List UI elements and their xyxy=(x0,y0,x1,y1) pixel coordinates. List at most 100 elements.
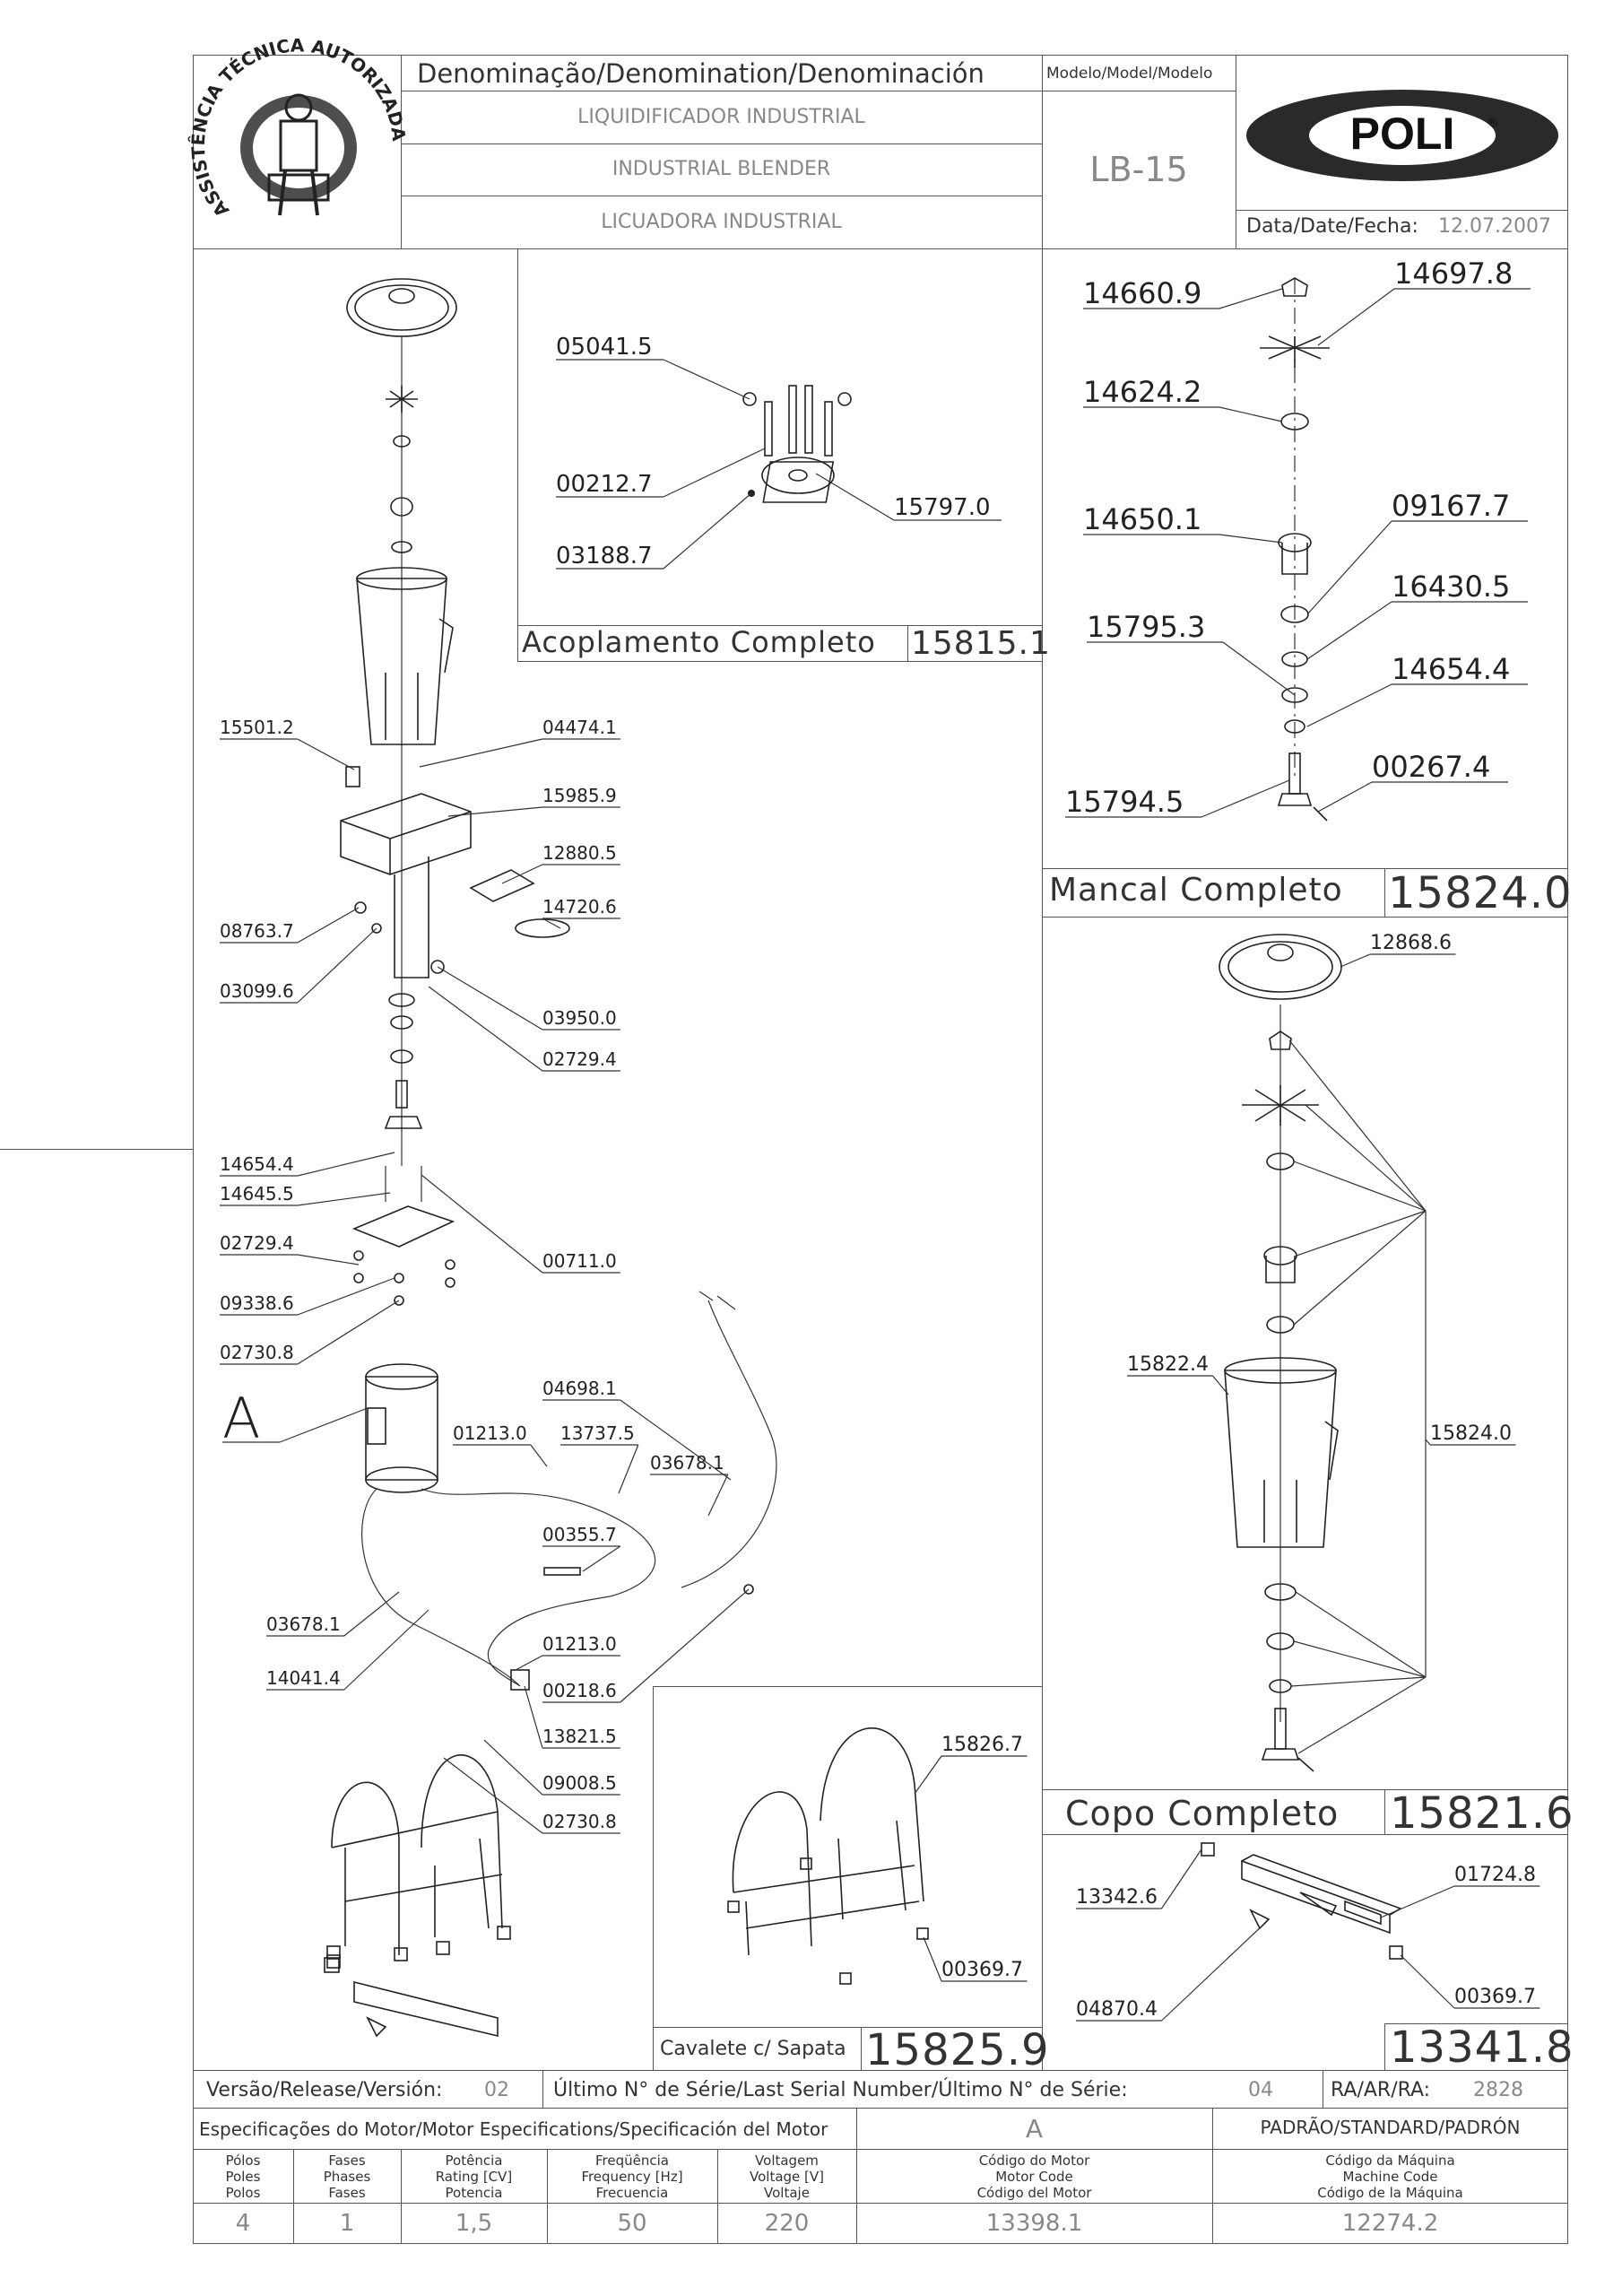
acop-title-top xyxy=(517,625,1042,626)
bracket-part xyxy=(469,869,535,902)
cav-code-div xyxy=(861,2027,862,2070)
part-callout-label: 00218.6 xyxy=(542,1680,617,1701)
part-callout-label: 13342.6 xyxy=(1076,1886,1158,1909)
ra-label: RA/AR/RA: xyxy=(1331,2079,1431,2101)
part-callout-label: 09008.5 xyxy=(542,1772,617,1794)
callout-leader xyxy=(1219,406,1283,422)
part-callout-label: 13737.5 xyxy=(560,1422,635,1444)
part-callout-label: 00355.7 xyxy=(542,1524,617,1545)
callout-leader xyxy=(297,927,377,1004)
callout-leader xyxy=(501,864,543,884)
part-callout-label: 00369.7 xyxy=(1454,1986,1536,2008)
acop-code: 15815.1 xyxy=(911,625,1051,662)
callout-leader xyxy=(1219,534,1283,544)
callout-leader xyxy=(530,1444,548,1467)
cav-top xyxy=(653,1686,1042,1687)
foot-row-3 xyxy=(193,2149,1568,2150)
callout-leader xyxy=(620,1399,732,1481)
div-acop-left xyxy=(517,248,518,661)
div-center-right xyxy=(1042,248,1043,2070)
callout-leader xyxy=(1219,288,1283,309)
copo-title-bottom xyxy=(1042,1834,1568,1835)
motor-spec-label: Especificações do Motor/Motor Especifica… xyxy=(199,2118,828,2140)
part-callout-label: 09167.7 xyxy=(1392,489,1510,523)
val-phases: 1 xyxy=(339,2210,355,2237)
callout-leader xyxy=(1317,288,1395,346)
part-callout-label: 05041.5 xyxy=(556,334,653,361)
base-assembly xyxy=(1201,1842,1403,1960)
main-assembly xyxy=(324,278,777,2038)
brand-name: POLI xyxy=(1349,109,1455,159)
part-callout-label: 14624.2 xyxy=(1083,375,1201,409)
part-callout-label: 04870.4 xyxy=(1076,1998,1158,2021)
val-motor-code: 13398.1 xyxy=(985,2210,1083,2237)
cav-title-top xyxy=(653,2027,1042,2028)
foot-v-c4 xyxy=(717,2149,718,2244)
val-frequency: 50 xyxy=(617,2210,647,2237)
foot-v-c1 xyxy=(293,2149,294,2244)
denomination-label: Denominação/Denomination/Denominación xyxy=(417,58,984,89)
base-rail-main xyxy=(353,1980,499,2038)
lid-part xyxy=(346,278,457,337)
acop-code-div xyxy=(907,625,908,661)
callout-leader xyxy=(297,1192,391,1206)
callout-leader xyxy=(620,1588,750,1703)
callout-leader xyxy=(1400,1954,1455,2009)
part-callout-label: 12868.6 xyxy=(1370,932,1452,954)
copo-assembly xyxy=(1219,934,1427,1772)
part-callout-label: 00369.7 xyxy=(941,1959,1023,1981)
stand-main xyxy=(331,1754,503,1955)
callout-leader xyxy=(1340,953,1371,968)
part-callout-label: 02730.8 xyxy=(542,1811,617,1832)
part-callout-label: 14660.9 xyxy=(1083,276,1201,310)
foot-v-std xyxy=(1212,2108,1213,2244)
cav-left xyxy=(653,1686,654,2070)
callout-leader xyxy=(914,1755,942,1795)
part-callout-label: 04474.1 xyxy=(542,717,617,738)
part-callout-label: 14650.1 xyxy=(1083,502,1201,536)
part-callout-label: 14697.8 xyxy=(1394,257,1513,291)
mancal-code-div xyxy=(1384,868,1385,917)
part-callout-label: 14720.6 xyxy=(542,896,617,918)
part-callout-label: 14654.4 xyxy=(1392,652,1510,686)
model-value: LB-15 xyxy=(1089,150,1188,189)
callout-leader xyxy=(582,1545,621,1572)
callout-leader xyxy=(923,1936,942,1982)
part-callout-label: 15826.7 xyxy=(941,1734,1023,1756)
acop-title-bottom xyxy=(517,661,1042,662)
part-callout-label: 15822.4 xyxy=(1127,1353,1209,1376)
part-callout-label: 02730.8 xyxy=(220,1342,294,1363)
part-callout-label: 03099.6 xyxy=(220,980,294,1002)
callout-leader xyxy=(1306,520,1392,615)
acoplamento-assembly xyxy=(742,385,852,503)
val-poles: 4 xyxy=(235,2210,251,2237)
callout-leader xyxy=(815,473,895,521)
part-callout-label: 14645.5 xyxy=(220,1183,294,1205)
base-code-div xyxy=(1384,2023,1385,2070)
ra-value: 2828 xyxy=(1473,2079,1523,2101)
part-callout-label: 14654.4 xyxy=(220,1153,294,1175)
callout-leader xyxy=(1306,601,1392,660)
callout-leader xyxy=(297,1300,400,1365)
callout-leader xyxy=(1161,1923,1265,2022)
callout-leader xyxy=(447,806,543,817)
callout-leader xyxy=(297,1152,395,1177)
callout-leader xyxy=(428,986,543,1072)
part-callout-label: 00711.0 xyxy=(542,1250,617,1272)
part-callout-label: 01213.0 xyxy=(453,1422,527,1444)
mancal-title: Mancal Completo xyxy=(1049,872,1343,909)
callout-leader xyxy=(421,1174,543,1274)
cavalete-assembly xyxy=(727,1727,929,1985)
callout-leader xyxy=(1160,1848,1202,1909)
poli-logo: POLI ® xyxy=(1246,90,1558,181)
housing-part xyxy=(340,793,472,875)
wiring xyxy=(361,1291,777,1687)
mancal-title-bottom xyxy=(1042,917,1568,918)
val-machine-code: 12274.2 xyxy=(1341,2210,1439,2237)
part-callout-label: 15795.3 xyxy=(1087,610,1205,644)
